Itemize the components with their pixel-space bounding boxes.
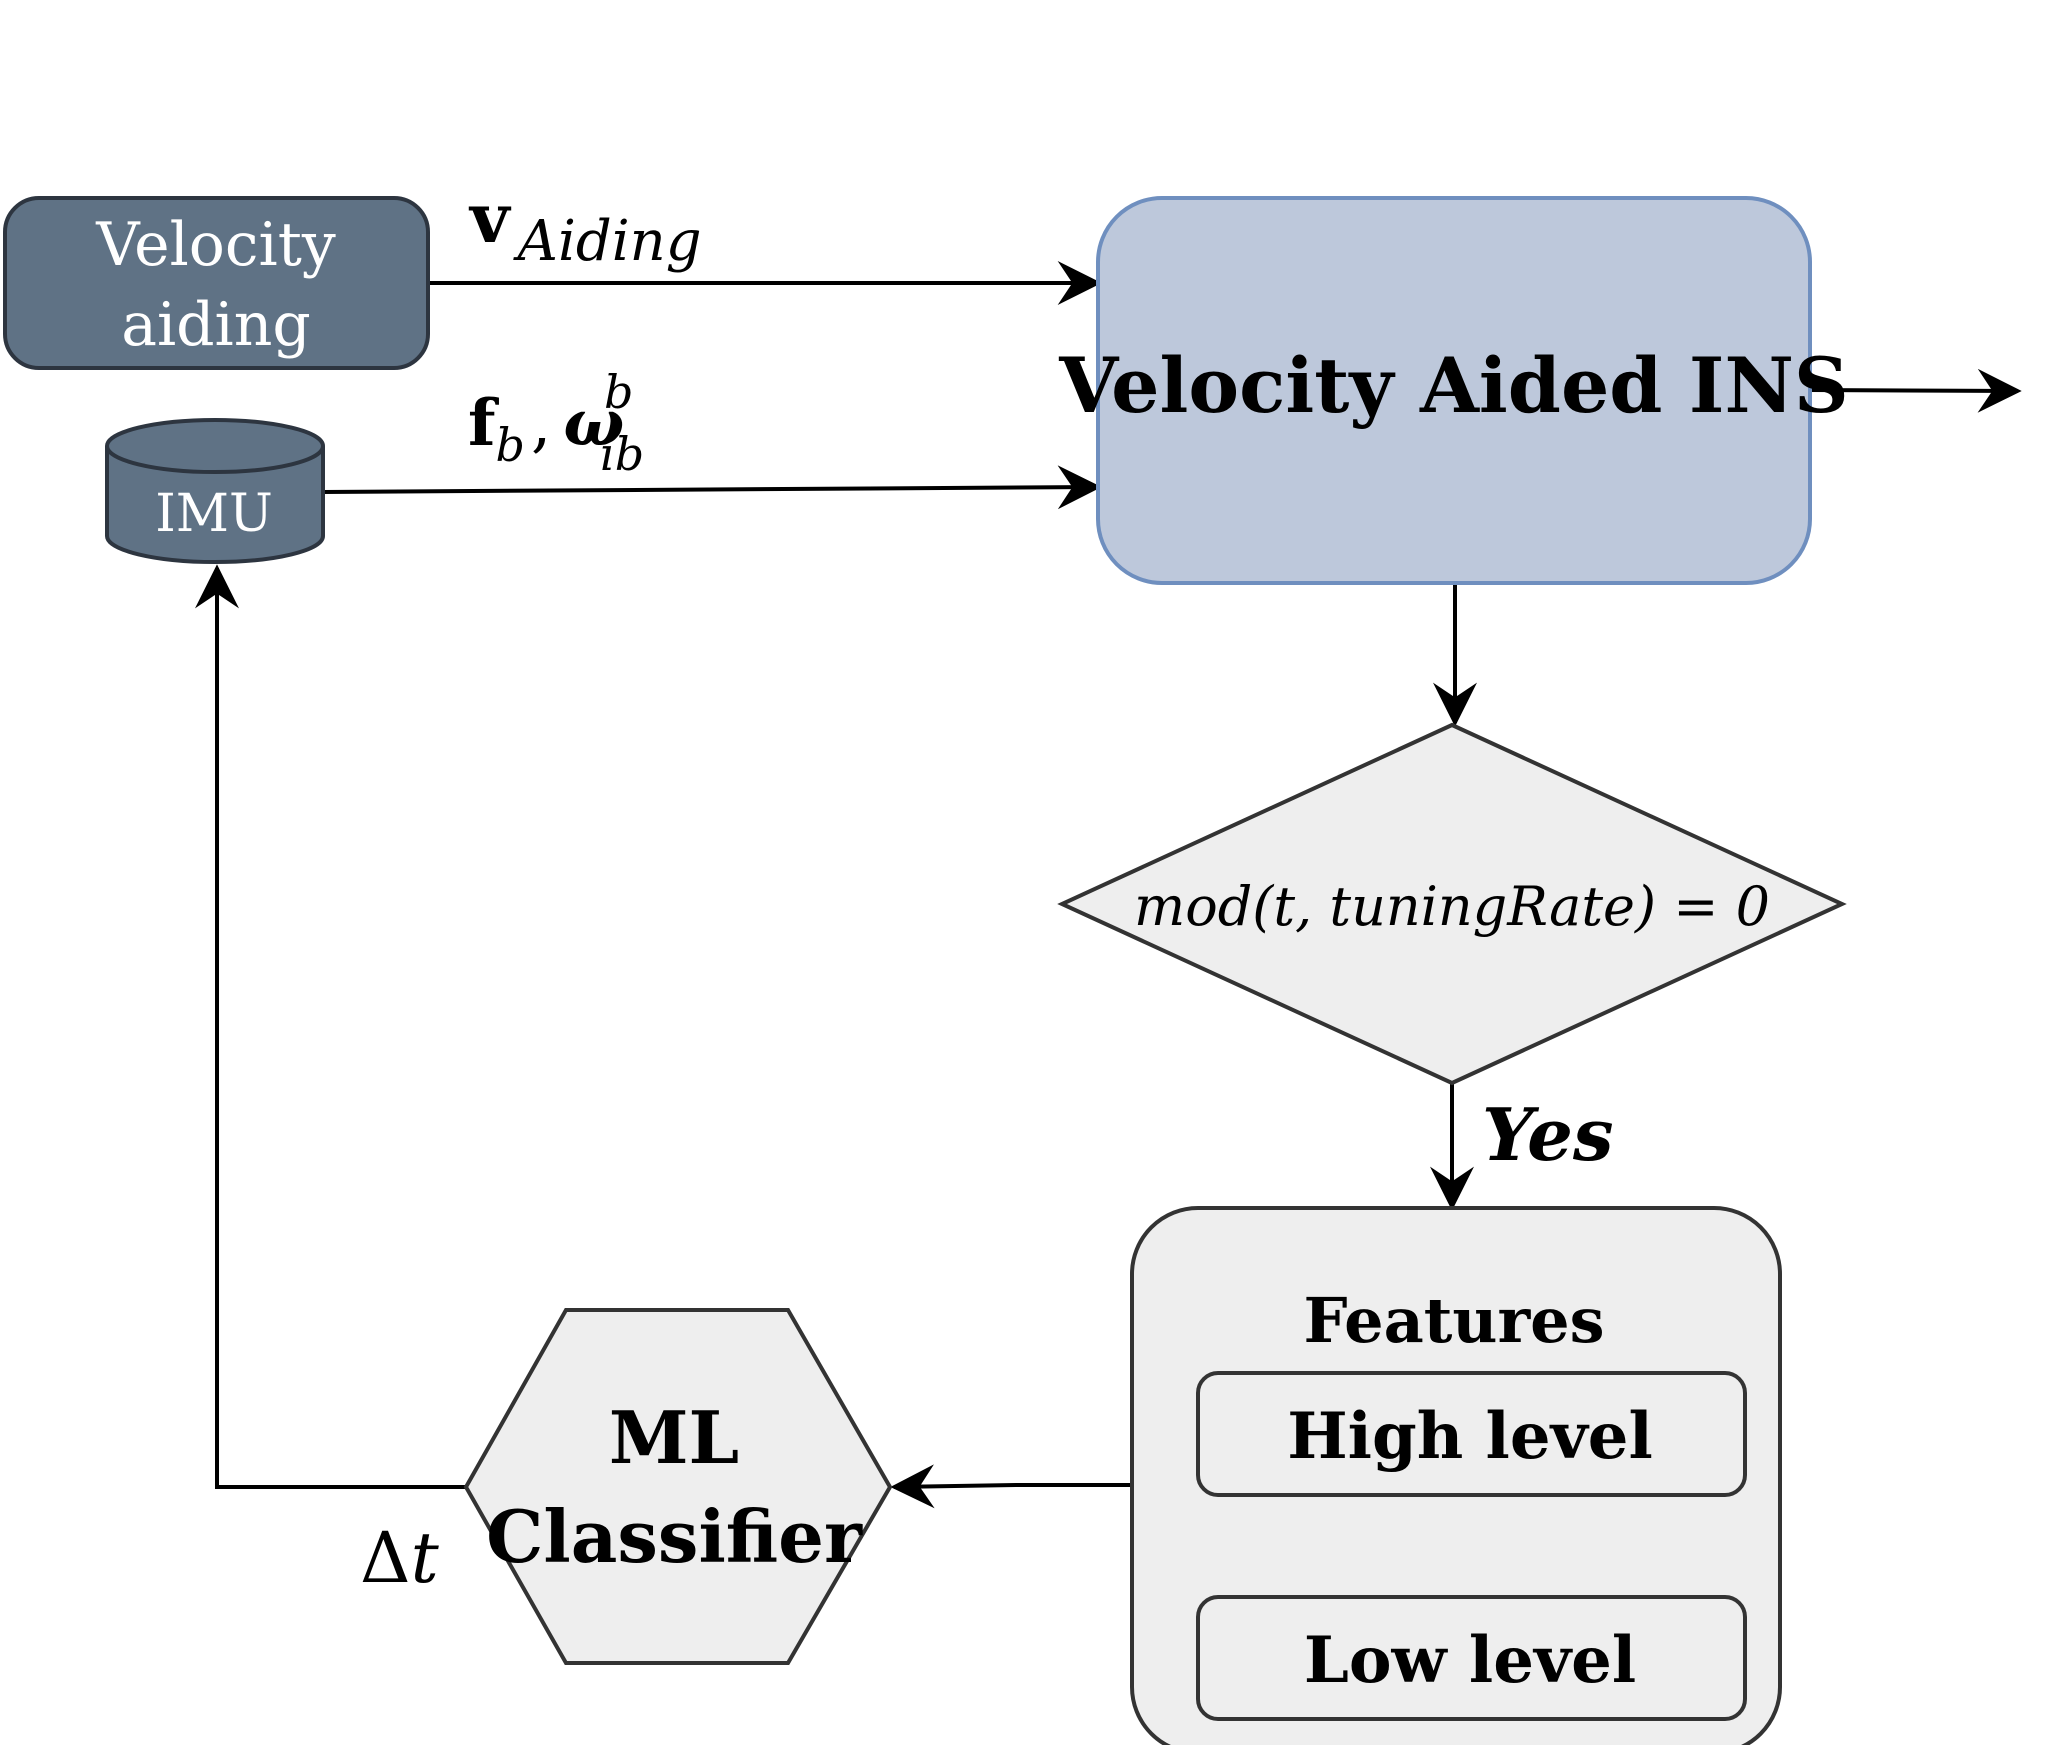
imu-omega: ω [563, 386, 624, 461]
classifier-node: ML Classifier [463, 1308, 893, 1665]
low-level-box [1196, 1595, 1747, 1721]
delta-var: t [411, 1517, 440, 1599]
imu-f: f [468, 386, 499, 461]
decision-label: mod(t, tuningRate) = 0 [1134, 875, 1770, 938]
high-level-label: High level [1287, 1399, 1653, 1474]
imu-node: IMU [105, 418, 325, 564]
edge-features-to-classifier [890, 1464, 1132, 1509]
classifier-label-line2: Classifier [486, 1494, 863, 1579]
v-aiding-sub: Aiding [513, 209, 702, 274]
features-node: Features High level Low level [1130, 1206, 1782, 1745]
imu-f-sub: b [496, 418, 525, 472]
classifier-hexagon [463, 1308, 893, 1665]
imu-omega-sub: ib [600, 427, 644, 481]
decision-node: mod(t, tuningRate) = 0 [1057, 722, 1847, 1086]
velocity-aiding-node: Velocity aiding [3, 196, 430, 370]
imu-sep: , [531, 387, 551, 461]
classifier-label-line1: ML [609, 1395, 739, 1480]
edge-imu-to-ins [322, 465, 1102, 510]
low-level-label: Low level [1304, 1623, 1636, 1698]
features-title: Features [1304, 1284, 1605, 1357]
edge-classifier-to-imu [195, 564, 466, 1489]
decision-diamond [1057, 722, 1847, 1086]
ins-node: Velocity Aided INS [1058, 196, 1849, 585]
imu-signal-label: fb,ω [468, 386, 624, 472]
velocity-aiding-box [3, 196, 430, 370]
high-level-box [1196, 1371, 1747, 1497]
imu-cylinder-body [105, 446, 325, 564]
velocity-aiding-label-line2: aiding [121, 290, 311, 360]
imu-omega-sup: b [604, 365, 633, 419]
delta-t-label: Δt [360, 1517, 440, 1599]
velocity-aiding-label-line1: Velocity [95, 210, 336, 280]
ins-box [1096, 196, 1812, 585]
v-aiding-main: v [468, 179, 512, 259]
imu-cylinder-top [105, 418, 325, 474]
yes-label: Yes [1482, 1092, 1613, 1177]
ins-label: Velocity Aided INS [1058, 341, 1849, 430]
edge-ins-output [1809, 368, 2022, 413]
imu-label: IMU [155, 484, 273, 544]
delta-symbol: Δ [360, 1517, 411, 1599]
